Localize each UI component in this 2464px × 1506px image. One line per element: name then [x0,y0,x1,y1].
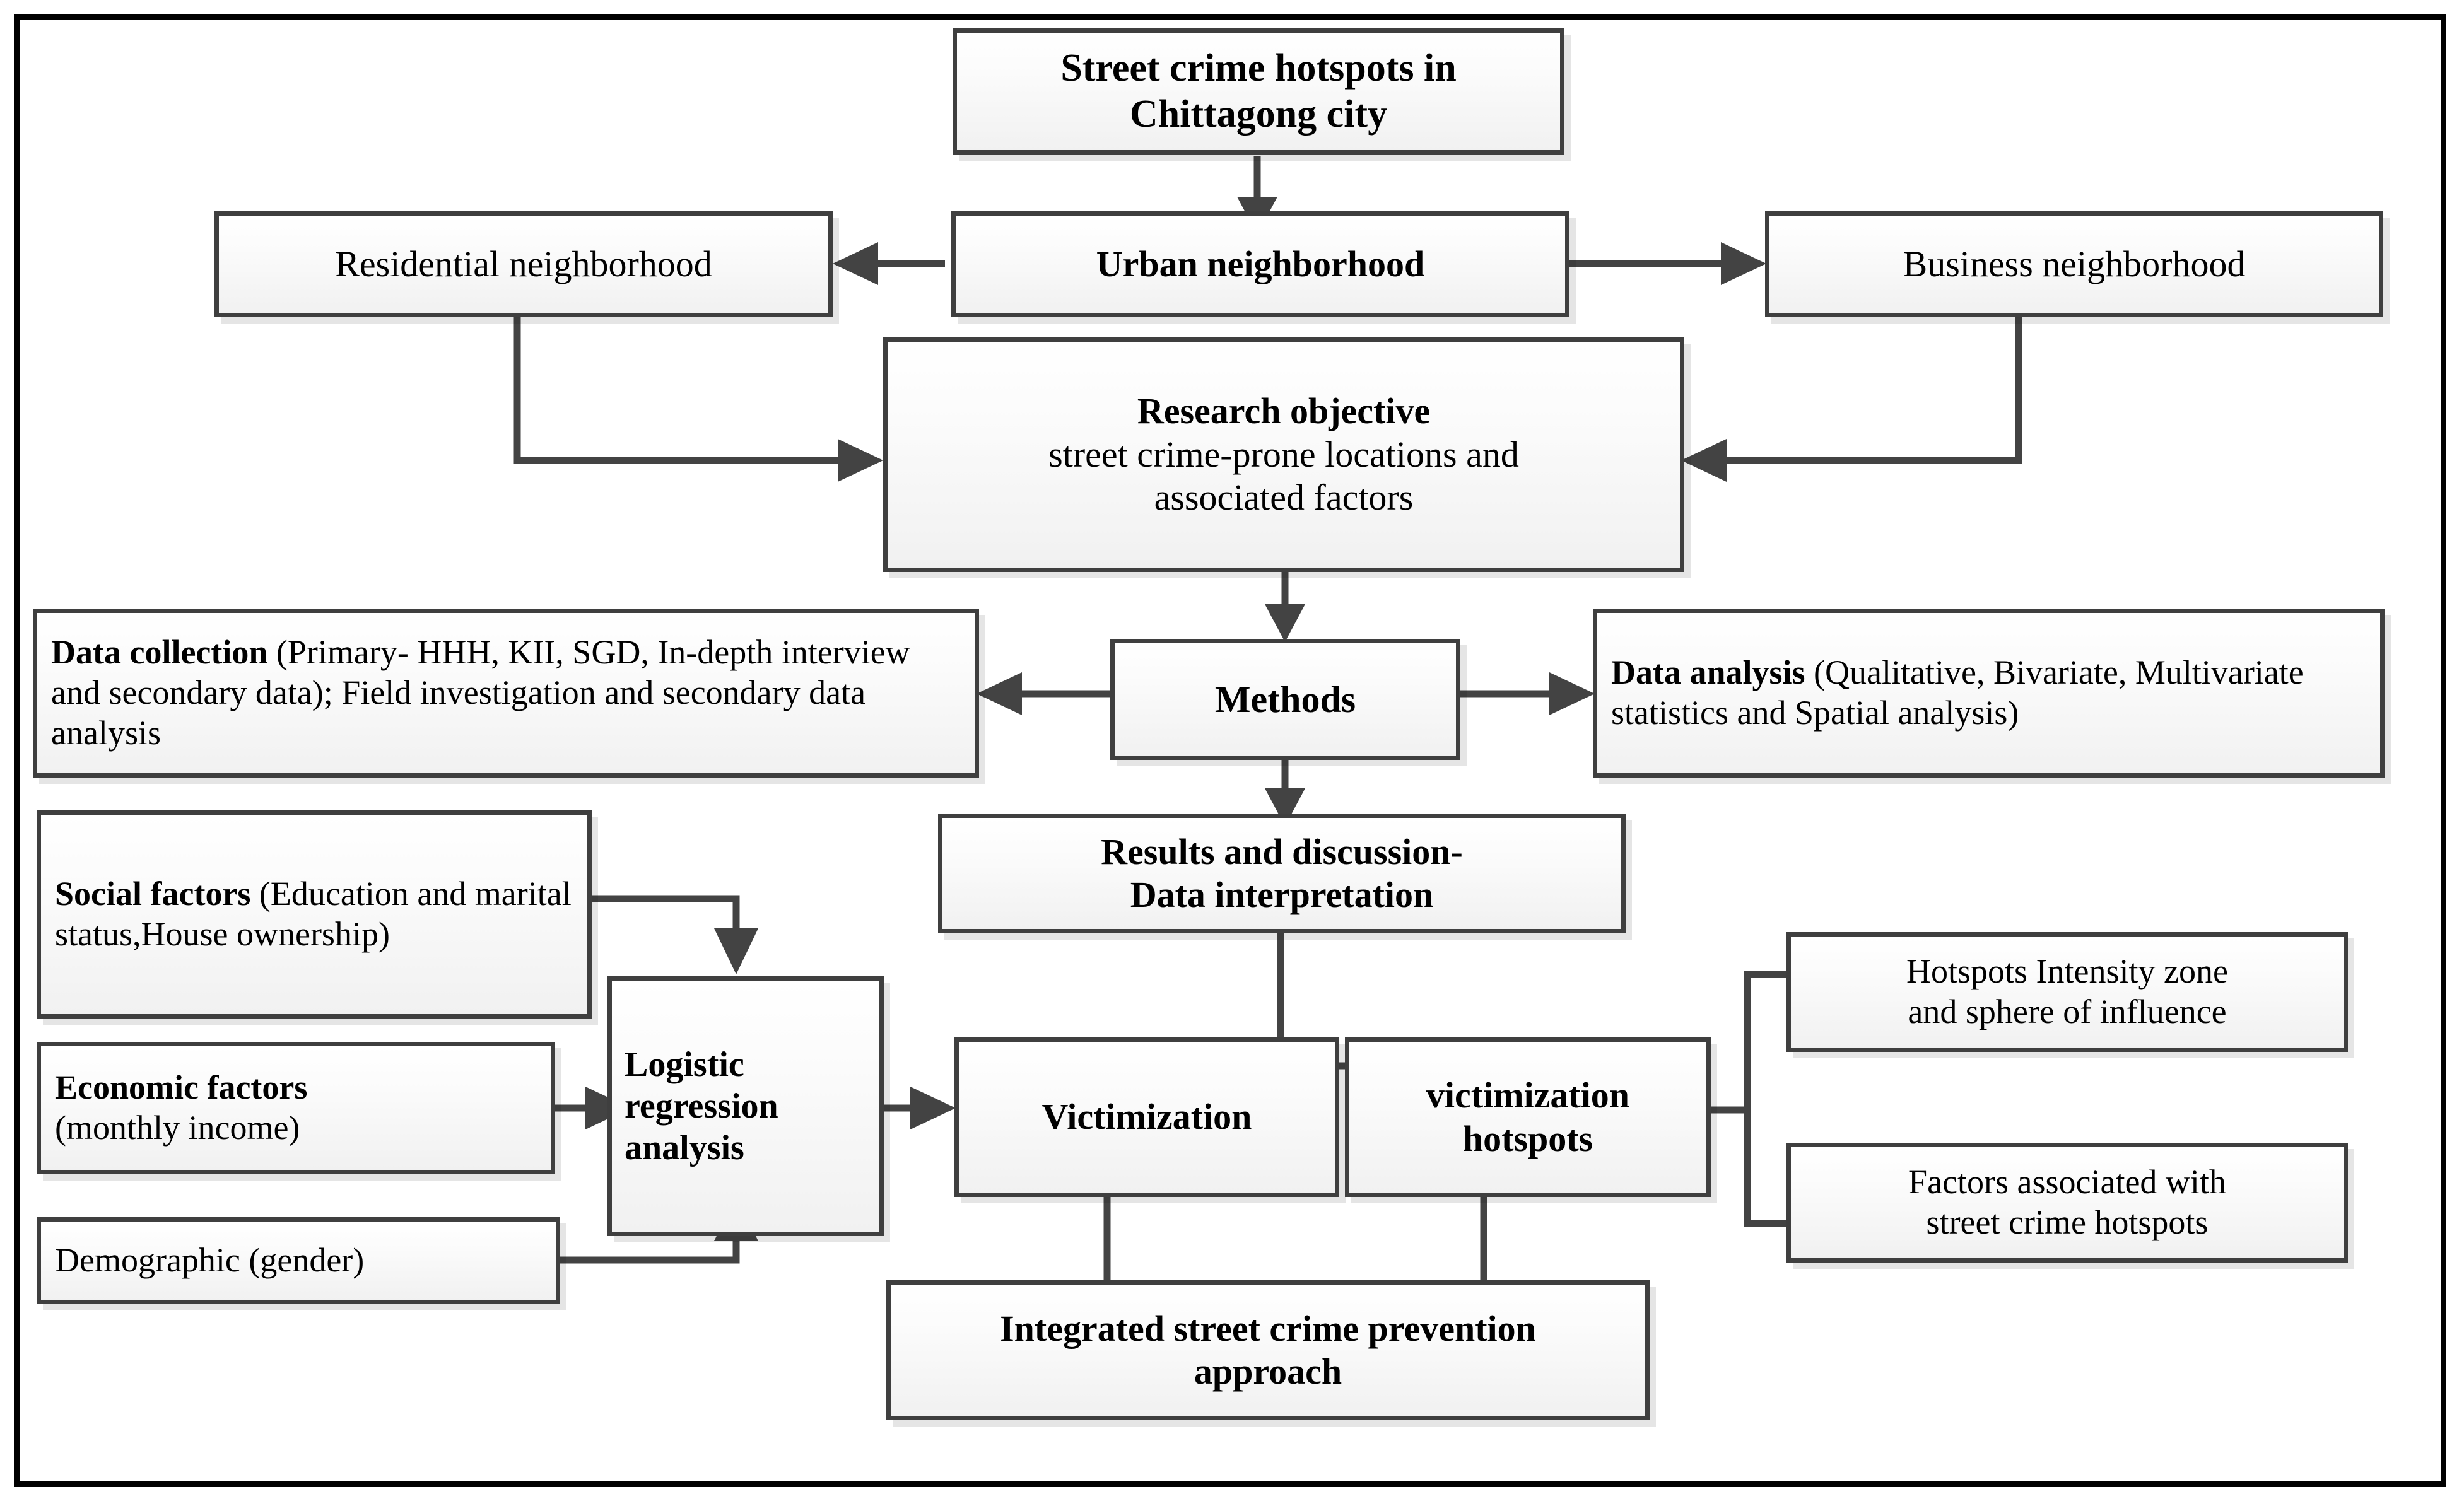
node-research-objective[interactable]: Research objective street crime-prone lo… [883,337,1684,572]
logistic-line-2: regression [625,1086,778,1126]
logistic-line-1: Logistic [625,1044,744,1084]
node-social-factors[interactable]: Social factors (Education and marital st… [37,810,592,1019]
economic-factors-body: (monthly income) [55,1109,300,1147]
node-data-analysis[interactable]: Data analysis (Qualitative, Bivariate, M… [1593,609,2385,778]
victimization-hotspots-line-2: hotspots [1462,1118,1593,1159]
social-factors-heading: Social factors [55,875,251,913]
factors-associated-line-1: Factors associated with [1908,1163,2226,1201]
victimization-hotspots-line-1: victimization [1426,1075,1630,1116]
hotspots-intensity-line-1: Hotspots Intensity zone [1906,952,2228,991]
research-objective-line-2: associated factors [1154,477,1414,518]
data-analysis-heading: Data analysis [1611,653,1805,692]
node-demographic[interactable]: Demographic (gender) [37,1217,560,1304]
node-victimization-hotspots[interactable]: victimization hotspots [1345,1037,1711,1197]
node-business-neighborhood[interactable]: Business neighborhood [1765,211,2383,317]
node-hotspots-intensity-zone[interactable]: Hotspots Intensity zone and sphere of in… [1786,932,2348,1052]
node-urban-neighborhood[interactable]: Urban neighborhood [951,211,1569,317]
victimization-label: Victimization [1041,1096,1252,1138]
research-objective-line-1: street crime-prone locations and [1048,433,1519,475]
social-factors-body: (Education and marital status,House owne… [55,875,572,953]
data-collection-heading: Data collection [51,633,268,672]
node-residential-neighborhood[interactable]: Residential neighborhood [214,211,833,317]
logistic-line-3: analysis [625,1128,744,1168]
node-economic-factors[interactable]: Economic factors (monthly income) [37,1042,555,1174]
node-integrated-prevention-approach[interactable]: Integrated street crime prevention appro… [886,1280,1650,1420]
urban-label: Urban neighborhood [1096,243,1425,284]
demographic-label: Demographic (gender) [55,1241,365,1280]
node-methods[interactable]: Methods [1110,639,1460,760]
node-data-collection[interactable]: Data collection (Primary- HHH, KII, SGD,… [33,609,979,778]
integrated-line-1: Integrated street crime prevention [1000,1307,1536,1349]
figure-border [14,14,2446,1487]
integrated-line-2: approach [1194,1351,1342,1392]
node-factors-associated[interactable]: Factors associated with street crime hot… [1786,1143,2348,1263]
results-line-2: Data interpretation [1130,874,1434,915]
node-results-and-discussion[interactable]: Results and discussion- Data interpretat… [938,814,1626,933]
research-objective-heading: Research objective [1137,390,1431,432]
residential-label: Residential neighborhood [335,243,712,284]
node-street-crime-hotspots-title[interactable]: Street crime hotspots in Chittagong city [953,28,1564,155]
title-line-1: Street crime hotspots in [1060,46,1457,90]
node-logistic-regression-analysis[interactable]: Logistic regression analysis [607,976,884,1236]
methods-label: Methods [1214,678,1356,720]
node-victimization[interactable]: Victimization [954,1037,1339,1197]
data-collection-body: (Primary- HHH, KII, SGD, In-depth interv… [51,633,910,752]
title-line-2: Chittagong city [1129,93,1388,136]
factors-associated-line-2: street crime hotspots [1926,1203,2209,1241]
results-line-1: Results and discussion- [1101,831,1463,872]
hotspots-intensity-line-2: and sphere of influence [1908,993,2227,1030]
economic-factors-heading: Economic factors [55,1068,308,1107]
business-label: Business neighborhood [1903,243,2246,284]
data-analysis-body: (Qualitative, Bivariate, Multivariate st… [1611,653,2304,732]
